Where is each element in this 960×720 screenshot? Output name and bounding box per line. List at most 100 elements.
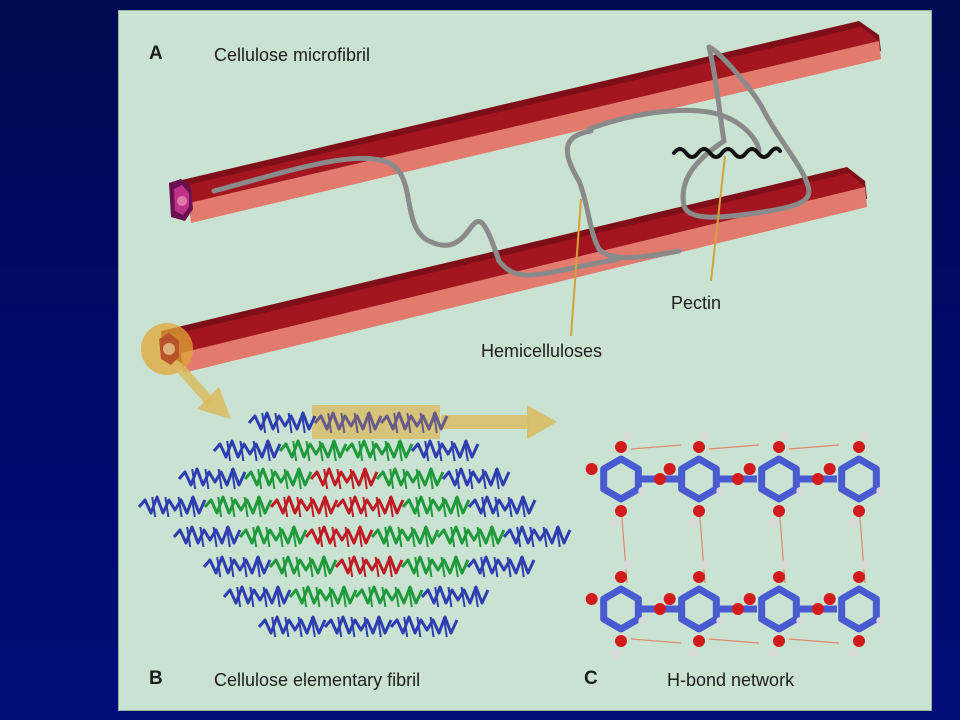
- chain-branch-r2-s4-1: [455, 468, 461, 490]
- chain-branch-r2-s1-2: [270, 468, 276, 490]
- chain-branch-r2-s3-4: [428, 468, 434, 490]
- chain-branch-r5-s3-4: [453, 556, 459, 578]
- chain-branch-r0-s0-4: [300, 412, 306, 434]
- chain-branch-r2-s4-3: [481, 468, 487, 490]
- chain-segment-r3-s4: [401, 495, 471, 515]
- chain-branch-r1-s0-4: [265, 440, 271, 462]
- ring-r1-1: [678, 585, 720, 633]
- hydrogen-top-r1-1: [700, 560, 710, 570]
- panel-a-title: Cellulose microfibril: [214, 45, 371, 65]
- oxygen-bot-r0-3: [853, 505, 865, 517]
- chain-branch-r4-s1-4: [291, 526, 297, 548]
- chain-branch-r4-s3-3: [410, 526, 416, 548]
- chain-branch-r5-s1-4: [321, 556, 327, 578]
- chain-branch-r3-s5-3: [507, 496, 513, 518]
- hemicellulose-strand-2: [564, 128, 682, 260]
- chain-branch-r5-s2-1: [348, 556, 354, 578]
- chain-segment-r4-s2: [304, 525, 374, 545]
- hydrogen-top-r1-3: [860, 560, 870, 570]
- chain-branch-r1-s0-2: [239, 440, 245, 462]
- hbond-line-bot-1: [708, 638, 760, 644]
- chain-segment-r0-s2: [379, 411, 449, 431]
- chain-branch-r0-s2-1: [393, 412, 399, 434]
- oxygen-side-r0-2: [743, 463, 756, 475]
- chain-branch-r4-s4-1: [450, 526, 456, 548]
- oxygen-bot-r1-3: [853, 635, 865, 647]
- chain-branch-r3-s3-2: [362, 496, 368, 518]
- chain-segment-r6-s3: [420, 585, 490, 605]
- chain-branch-r6-s0-1: [236, 586, 242, 608]
- chain-branch-r4-s5-4: [555, 526, 561, 548]
- chain-branch-r7-s0-3: [297, 616, 303, 638]
- oxygen-top-r0-2: [773, 441, 785, 453]
- panel-a-letter: A: [149, 43, 163, 64]
- chain-segment-r3-s3: [335, 495, 405, 515]
- oxygen-top-r0-3: [853, 441, 865, 453]
- chain-branch-r3-s1-1: [217, 496, 223, 518]
- chain-branch-r6-s0-4: [275, 586, 281, 608]
- hydrogen-side-r0-0: [638, 487, 647, 495]
- chain-branch-r4-s3-2: [397, 526, 403, 548]
- chain-branch-r2-s0-4: [230, 468, 236, 490]
- oxygen-top-r1-1: [693, 571, 705, 583]
- oxygen-bot-r0-1: [693, 505, 705, 517]
- chain-segment-r7-s0: [257, 615, 327, 635]
- chain-branch-r6-s1-2: [315, 586, 321, 608]
- chain-branch-r0-s2-4: [432, 412, 438, 434]
- oxygen-side-r1-0: [585, 593, 598, 605]
- hbond-line-bot-2: [788, 638, 840, 644]
- chain-branch-r6-s2-3: [394, 586, 400, 608]
- chain-branch-r0-s1-4: [366, 412, 372, 434]
- chain-branch-r5-s2-3: [374, 556, 380, 578]
- chain-segment-r1-s1: [278, 439, 348, 459]
- chain-branch-r3-s2-3: [309, 496, 315, 518]
- hbond-line-top-1: [708, 444, 760, 450]
- chain-branch-r3-s2-2: [296, 496, 302, 518]
- chain-segment-r5-s2: [334, 555, 404, 575]
- ring-r0-2: [758, 455, 800, 503]
- chain-branch-r0-s0-3: [287, 412, 293, 434]
- chain-branch-r1-s3-1: [424, 440, 430, 462]
- hydrogen-top-r0-0: [622, 430, 632, 440]
- chain-branch-r5-s0-2: [229, 556, 235, 578]
- chain-branch-r4-s2-2: [331, 526, 337, 548]
- elementary-fibril-chains: [137, 411, 572, 638]
- oxygen-bot-r0-2: [773, 505, 785, 517]
- chain-branch-r6-s3-4: [473, 586, 479, 608]
- chain-branch-r4-s5-2: [529, 526, 535, 548]
- chain-branch-r2-s2-2: [336, 468, 342, 490]
- chain-segment-r2-s3: [375, 467, 445, 487]
- oxygen-top-r1-3: [853, 571, 865, 583]
- hydrogen-bot-r0-2: [768, 518, 778, 528]
- chain-branch-r4-s2-1: [318, 526, 324, 548]
- chain-branch-r3-s0-3: [177, 496, 183, 518]
- chain-segment-r4-s4: [436, 525, 506, 545]
- chain-branch-r1-s3-4: [463, 440, 469, 462]
- chain-branch-r6-s0-2: [249, 586, 255, 608]
- hbond-line-v-3: [858, 504, 866, 584]
- oxygen-link-r0-1: [732, 473, 744, 485]
- hydrogen-bot-r1-0: [610, 648, 620, 658]
- chain-branch-r6-s0-3: [262, 586, 268, 608]
- ring-r0-1: [678, 455, 720, 503]
- chain-branch-r5-s4-2: [493, 556, 499, 578]
- oxygen-link-r1-2: [812, 603, 824, 615]
- chain-segment-r2-s2: [309, 467, 379, 487]
- chain-branch-r4-s3-1: [384, 526, 390, 548]
- panel-c-title: H-bond network: [667, 670, 795, 690]
- chain-segment-r1-s0: [212, 439, 282, 459]
- chain-branch-r6-s2-4: [407, 586, 413, 608]
- oxygen-side-r0-0: [585, 463, 598, 475]
- chain-branch-r3-s2-4: [322, 496, 328, 518]
- oxygen-link-r0-2: [812, 473, 824, 485]
- chain-branch-r2-s1-3: [283, 468, 289, 490]
- chain-branch-r6-s1-3: [328, 586, 334, 608]
- chain-branch-r1-s1-1: [292, 440, 298, 462]
- chain-branch-r7-s1-2: [350, 616, 356, 638]
- chain-branch-r2-s4-2: [468, 468, 474, 490]
- hydrogen-side-r1-3: [876, 617, 885, 625]
- chain-segment-r4-s0: [172, 525, 242, 545]
- chain-segment-r6-s1: [288, 585, 358, 605]
- chain-segment-r2-s4: [441, 467, 511, 487]
- hbond-network: [585, 430, 885, 658]
